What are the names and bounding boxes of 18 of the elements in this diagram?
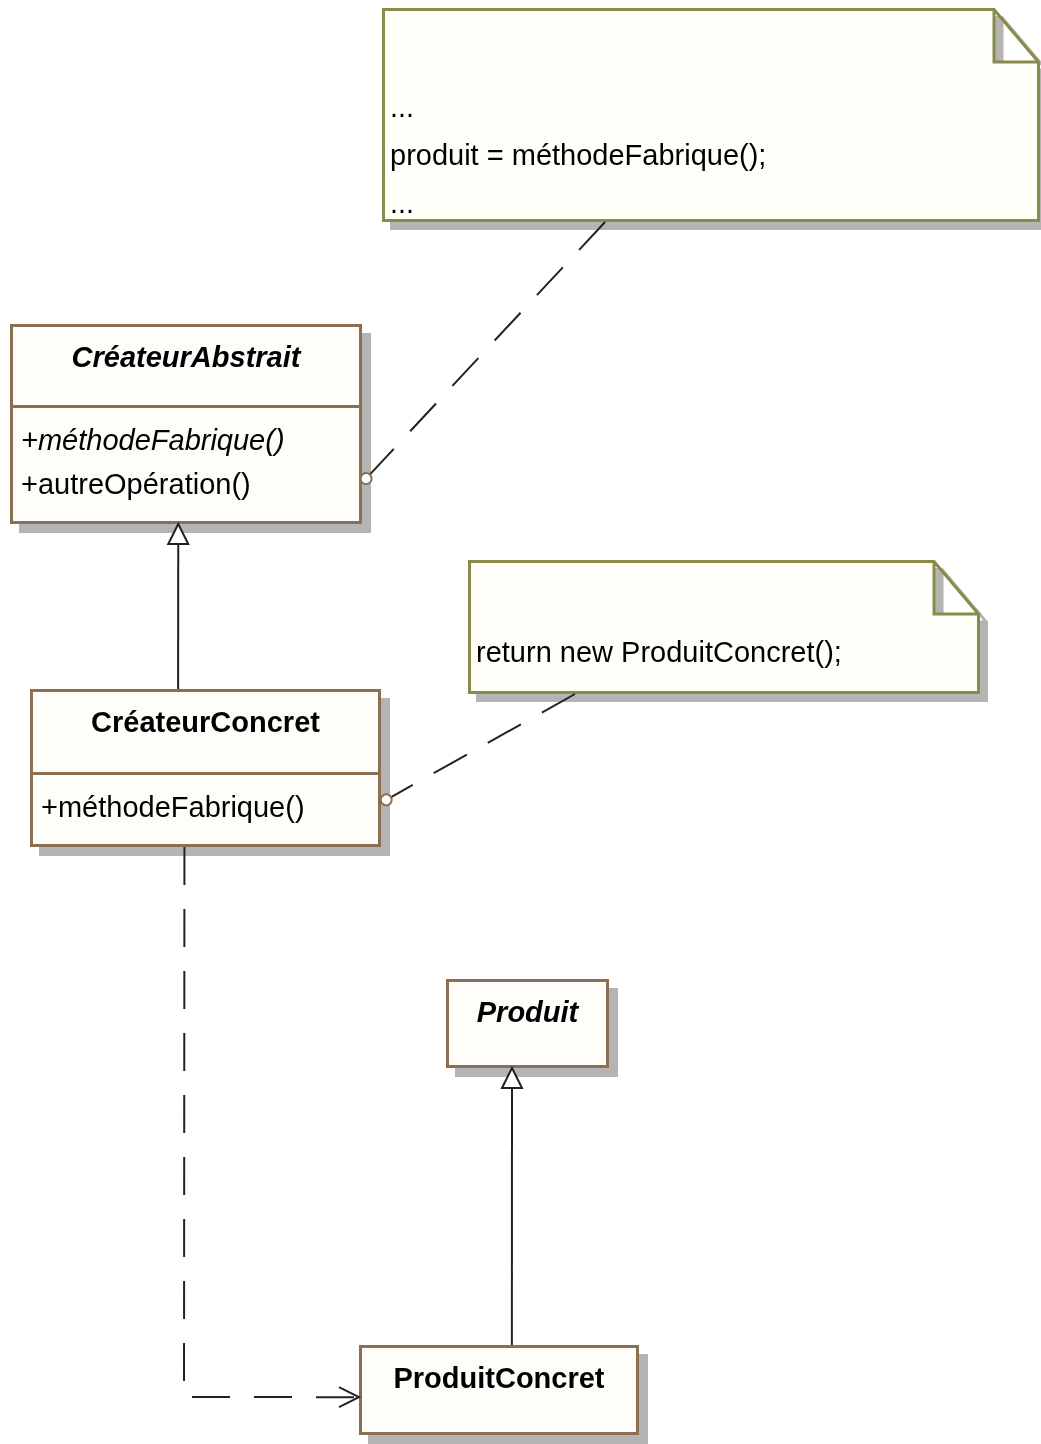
class-name: Produit (476, 996, 579, 1028)
note-text: produit = méthodeFabrique(); (389, 138, 767, 173)
inheritance-arrow (501, 1067, 523, 1346)
note-text: return new ProduitConcret(); (475, 635, 842, 670)
note-text: ... (389, 186, 415, 221)
operation-text: +autreOpération() (21, 467, 251, 502)
class-name: CréateurAbstrait (71, 341, 301, 373)
class-name: CréateurConcret (91, 706, 320, 738)
inheritance-arrow (167, 523, 190, 690)
note-connector (379, 693, 576, 807)
operation-text: +méthodeFabrique() (41, 790, 305, 825)
class-name: ProduitConcret (393, 1362, 605, 1394)
dependency-arrow (183, 846, 360, 1409)
note-text: ... (389, 90, 415, 125)
note (468, 560, 980, 694)
note-connector (359, 221, 607, 486)
operation-text: +méthodeFabrique() (21, 423, 285, 458)
note (382, 8, 1040, 222)
